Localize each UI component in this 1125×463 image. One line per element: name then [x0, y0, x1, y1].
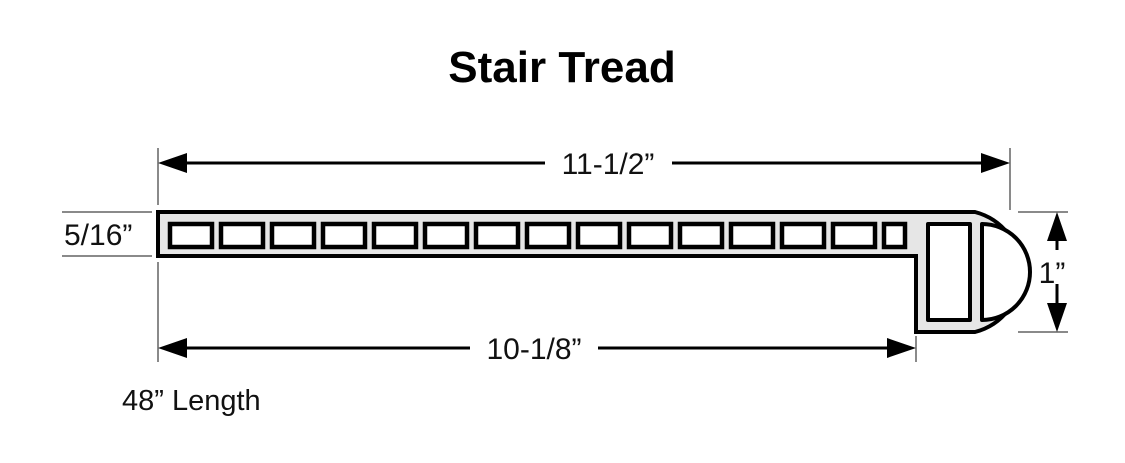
arrowhead-nose-down-icon	[1047, 303, 1067, 332]
chamber-cell	[728, 221, 776, 250]
page-title: Stair Tread	[448, 43, 675, 92]
chamber-cell	[218, 221, 266, 250]
chamber-cell	[473, 221, 521, 250]
arrowhead-left-icon	[158, 153, 187, 173]
chamber-cell	[575, 221, 623, 250]
dimension-label-run-width: 10-1/8”	[486, 333, 581, 366]
chamber-cell	[626, 221, 674, 250]
dimension-nose-height: 1”	[1018, 211, 1068, 333]
tread-profile	[156, 210, 1032, 334]
chamber-cell	[779, 221, 827, 250]
nose-rectangular-void	[926, 222, 972, 322]
length-note: 48” Length	[122, 385, 261, 417]
chamber-cell	[320, 221, 368, 250]
chamber-cell	[371, 221, 419, 250]
dimension-label-nose-height: 1”	[1039, 257, 1066, 290]
dimension-overall-width: 11-1/2”	[157, 148, 1011, 210]
chamber-cell	[524, 221, 572, 250]
dimension-thickness: 5/16”	[62, 211, 152, 257]
dimension-label-overall-width: 11-1/2”	[562, 148, 655, 181]
arrowhead-nose-up-icon	[1047, 212, 1067, 241]
chamber-group	[167, 221, 908, 250]
arrowhead-run-left-icon	[158, 338, 187, 358]
dimension-run-width: 10-1/8”	[157, 262, 917, 366]
chamber-cell	[422, 221, 470, 250]
dimension-label-thickness: 5/16”	[64, 219, 132, 252]
arrowhead-run-right-icon	[887, 338, 916, 358]
chamber-cell	[830, 221, 878, 250]
nose-d-shaped-void	[980, 222, 1032, 322]
arrowhead-right-icon	[981, 153, 1010, 173]
chamber-cell	[269, 221, 317, 250]
chamber-cell	[677, 221, 725, 250]
chamber-cell	[167, 221, 215, 250]
chamber-cell	[881, 221, 908, 250]
